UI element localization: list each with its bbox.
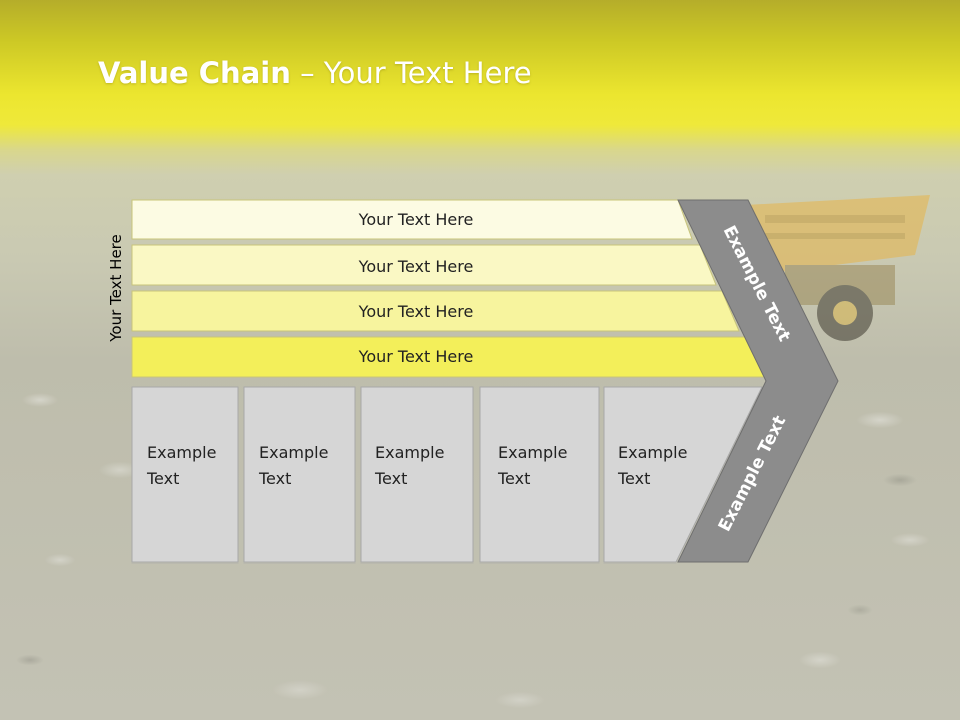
box-1-reflection-line2: Text bbox=[146, 638, 179, 657]
box-2-reflection-line1: Example bbox=[259, 664, 328, 683]
box-1-reflection bbox=[131, 563, 239, 720]
box-3 bbox=[360, 386, 474, 563]
box-3-line1: Example bbox=[375, 443, 444, 462]
box-2-line1: Example bbox=[259, 443, 328, 462]
title-rest: – Your Text Here bbox=[290, 56, 532, 90]
reflection: Example Text Example Text Example Text E… bbox=[131, 563, 826, 720]
box-5 bbox=[603, 386, 763, 563]
box-4-reflection-line1: Example bbox=[498, 664, 567, 683]
box-5-reflection bbox=[603, 563, 754, 720]
box-5-line1: Example bbox=[618, 443, 687, 462]
box-3-line2: Text bbox=[374, 469, 407, 488]
title-bold: Value Chain bbox=[98, 56, 291, 90]
box-2-reflection bbox=[243, 563, 356, 720]
box-2-line2: Text bbox=[258, 469, 291, 488]
box-4-reflection bbox=[479, 563, 600, 720]
box-5-reflection-line2: Text bbox=[617, 638, 650, 657]
box-5-reflection-line1: Example bbox=[618, 664, 687, 683]
box-1 bbox=[131, 386, 239, 563]
bar-4-label: Your Text Here bbox=[358, 347, 474, 366]
page-title: Value Chain – Your Text Here bbox=[98, 56, 532, 90]
bar-3-label: Your Text Here bbox=[358, 302, 474, 321]
bar-1 bbox=[131, 199, 693, 240]
bar-2-label: Your Text Here bbox=[358, 257, 474, 276]
box-4-line2: Text bbox=[497, 469, 530, 488]
bar-stack: Your Text Here Your Text Here Your Text … bbox=[131, 199, 765, 378]
chevron-shape bbox=[677, 199, 839, 563]
box-1-reflection-line1: Example bbox=[147, 664, 216, 683]
dump-truck-image bbox=[745, 195, 930, 341]
box-4-reflection-line2: Text bbox=[497, 638, 530, 657]
box-2-reflection-line2: Text bbox=[258, 638, 291, 657]
bar-2 bbox=[131, 244, 717, 286]
box-5-line2: Text bbox=[617, 469, 650, 488]
box-3-reflection-line1: Example bbox=[375, 664, 444, 683]
chevron-reflection bbox=[678, 564, 826, 720]
box-4-line1: Example bbox=[498, 443, 567, 462]
box-1-line1: Example bbox=[147, 443, 216, 462]
box-4 bbox=[479, 386, 600, 563]
bar-1-label: Your Text Here bbox=[358, 210, 474, 229]
box-1-line2: Text bbox=[146, 469, 179, 488]
box-2 bbox=[243, 386, 356, 563]
box-row: Example Text Example Text Example Text E… bbox=[131, 386, 763, 563]
bar-3 bbox=[131, 290, 740, 332]
box-3-reflection bbox=[360, 563, 474, 720]
box-3-reflection-line2: Text bbox=[374, 638, 407, 657]
